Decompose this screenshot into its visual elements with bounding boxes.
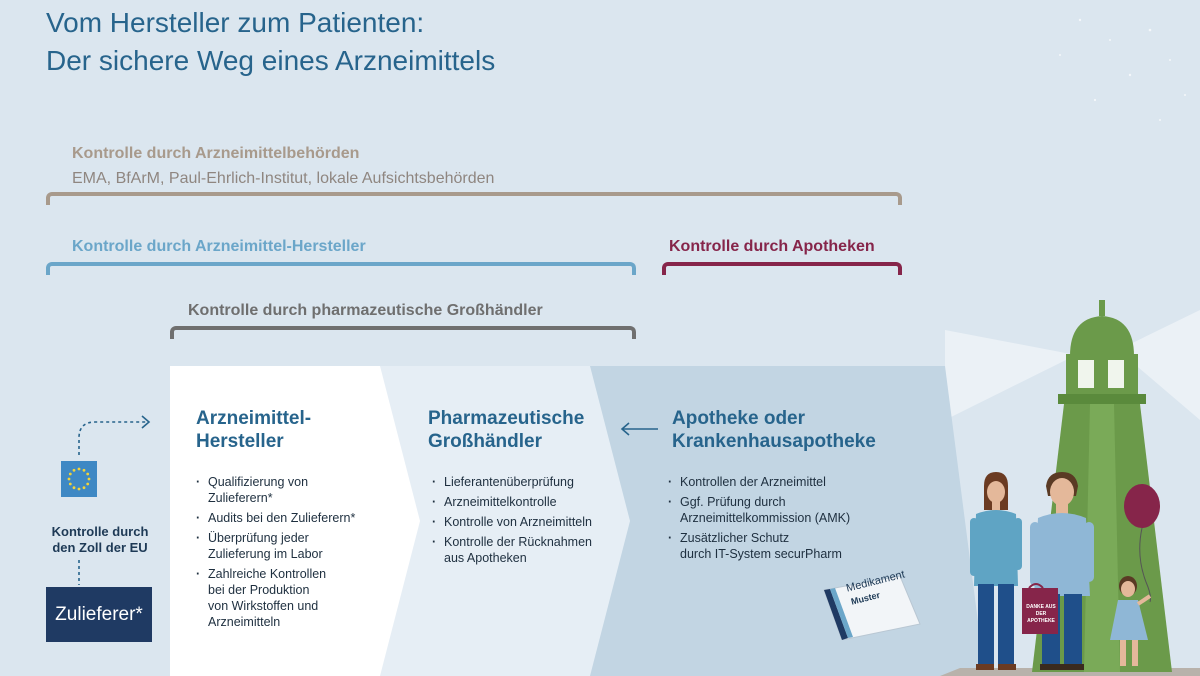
manufacturer-title-line-2: Hersteller <box>196 431 284 452</box>
dashed-arrow-to-manufacturer <box>78 421 148 455</box>
wholesaler-title-line-1: Pharmazeutische <box>428 408 585 429</box>
pharmacies-control-label: Kontrolle durch Apotheken <box>669 238 875 255</box>
arrow-head-icon <box>141 415 151 429</box>
light-beam-right <box>1118 310 1200 420</box>
list-item: Kontrollen der Arzneimittel <box>668 474 898 490</box>
bag-text: DANKE AUS DER APOTHEKE <box>1026 604 1056 624</box>
man-figure <box>1030 472 1094 670</box>
list-item: Kontrolle der Rücknahmen aus Apotheken <box>432 534 612 566</box>
pharmacy-title-line-1: Apotheke oder <box>672 408 806 429</box>
wholesalers-bracket <box>170 326 636 339</box>
list-item: Zusätzlicher Schutz durch IT-System secu… <box>668 530 898 562</box>
authorities-control-sublabel: EMA, BfArM, Paul-Ehrlich-Institut, lokal… <box>72 170 495 187</box>
page-title-line-1: Vom Hersteller zum Patienten: <box>46 7 425 38</box>
list-item: Überprüfung jeder Zulieferung im Labor <box>196 530 376 562</box>
return-arrow-icon <box>620 422 658 436</box>
page-title-line-2: Der sichere Weg eines Arzneimittels <box>46 45 496 76</box>
list-item: Ggf. Prüfung durch Arzneimittelkommissio… <box>668 494 898 526</box>
supplier-box: Zulieferer* <box>46 587 152 642</box>
eu-flag-icon <box>61 461 97 497</box>
customs-control-label: Kontrolle durch den Zoll der EU <box>51 524 149 555</box>
manufacturer-title-line-1: Arzneimittel- <box>196 408 312 429</box>
pharmacies-bracket <box>662 262 902 275</box>
customs-connectors <box>78 415 151 585</box>
list-item: Kontrolle von Arzneimitteln <box>432 514 612 530</box>
wholesaler-title-line-2: Großhändler <box>428 431 543 452</box>
manufacturer-bracket <box>46 262 636 275</box>
pharmacy-stage-title: Apotheke oder Krankenhausapotheke <box>672 407 876 453</box>
light-beam-left <box>945 330 1076 420</box>
wholesaler-stage-title: Pharmazeutische Großhändler <box>428 407 584 453</box>
page-title: Vom Hersteller zum Patienten: Der sicher… <box>46 4 495 80</box>
authorities-control-label: Kontrolle durch Arzneimittelbehörden <box>72 145 360 162</box>
manufacturer-control-label: Kontrolle durch Arzneimittel-Hersteller <box>72 238 366 255</box>
list-item: Lieferantenüberprüfung <box>432 474 612 490</box>
manufacturer-stage-title: Arzneimittel- Hersteller <box>196 407 311 453</box>
list-item: Qualifizierung von Zulieferern* <box>196 474 376 506</box>
girl-figure <box>1110 576 1152 666</box>
wholesaler-checks-list: Lieferantenüberprüfung Arzneimittelkontr… <box>432 474 612 570</box>
pharmacy-checks-list: Kontrollen der Arzneimittel Ggf. Prüfung… <box>668 474 898 566</box>
lighthouse-family-illustration <box>940 300 1200 676</box>
star-dots <box>1059 18 1186 121</box>
list-item: Zahlreiche Kontrollen bei der Produktion… <box>196 566 376 630</box>
wholesalers-control-label: Kontrolle durch pharmazeutische Großhänd… <box>188 302 543 319</box>
authorities-bracket <box>46 192 902 205</box>
medicine-package-icon <box>823 576 921 640</box>
manufacturer-checks-list: Qualifizierung von Zulieferern* Audits b… <box>196 474 376 634</box>
woman-figure <box>970 472 1022 670</box>
list-item: Arzneimittelkontrolle <box>432 494 612 510</box>
list-item: Audits bei den Zulieferern* <box>196 510 376 526</box>
shopping-bag-icon <box>1022 583 1058 634</box>
pharmacy-title-line-2: Krankenhausapotheke <box>672 431 876 452</box>
supplier-label: Zulieferer* <box>55 603 143 625</box>
